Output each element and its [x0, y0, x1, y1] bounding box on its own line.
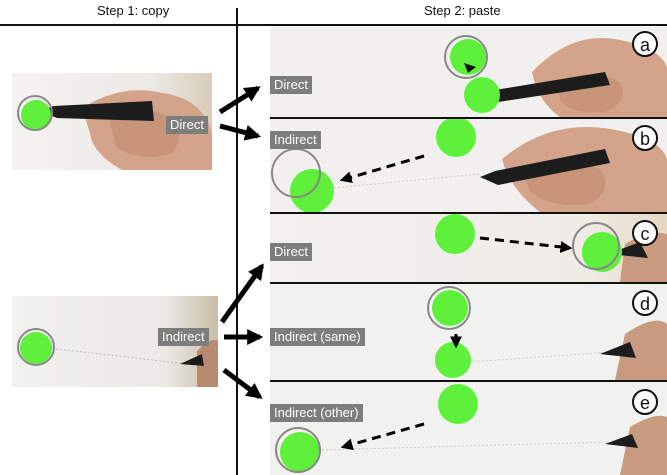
paste-label-e: Indirect (other) — [270, 404, 363, 422]
badge-b: b — [632, 125, 658, 151]
arrow-copy-indirect-to-e — [222, 368, 263, 399]
copy-direct-label: Direct — [166, 116, 208, 134]
paste-photo-a — [270, 27, 667, 117]
badge-c: c — [632, 220, 658, 246]
column-divider — [236, 8, 238, 475]
copy-indirect-ring — [17, 328, 55, 366]
divider-cd — [270, 282, 667, 284]
step1-header: Step 1: copy — [97, 3, 170, 18]
paste-photo-d — [270, 284, 667, 380]
copy-direct-blob — [21, 100, 51, 130]
paste-label-b: Indirect — [270, 131, 321, 149]
paste-label-a: Direct — [270, 76, 312, 94]
badge-a: a — [632, 31, 658, 57]
divider-bc — [270, 212, 667, 214]
paste-label-d: Indirect (same) — [270, 328, 365, 346]
header-divider — [0, 24, 667, 26]
copy-indirect-label: Indirect — [158, 328, 209, 346]
paste-photo-e — [270, 382, 667, 475]
badge-e: e — [632, 389, 658, 415]
arrow-c-move — [479, 236, 573, 253]
copy-direct-ring — [17, 95, 53, 131]
paste-photo-b — [270, 119, 667, 212]
copy-indirect-blob — [20, 332, 52, 364]
paste-photo-c — [270, 214, 667, 282]
divider-ab — [270, 117, 667, 119]
copy-indirect-photo — [12, 296, 218, 387]
arrow-copy-direct-to-b — [219, 123, 262, 141]
arrow-copy-indirect-to-c — [219, 263, 265, 324]
copy-direct-photo — [12, 73, 212, 170]
arrow-b-move — [339, 154, 425, 184]
paste-label-c: Direct — [270, 243, 312, 261]
divider-de — [270, 380, 667, 382]
badge-d: d — [632, 290, 658, 316]
arrow-copy-direct-to-a — [218, 85, 261, 115]
step2-header: Step 2: paste — [424, 3, 501, 18]
arrow-e-move — [340, 422, 425, 451]
